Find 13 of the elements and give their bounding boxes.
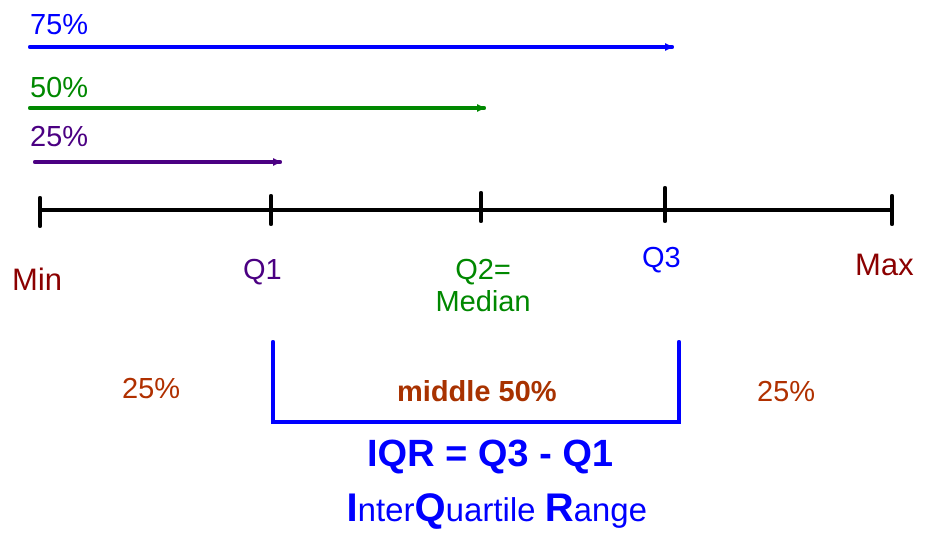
- axis-label: Q3: [642, 243, 681, 275]
- bracket-label: middle 50%: [397, 377, 557, 409]
- axis-label: Max: [855, 248, 914, 282]
- term-label: InterQuartile Range: [346, 488, 647, 529]
- axis-label: Q2= Median: [434, 255, 532, 319]
- percent-label: 25%: [757, 377, 816, 409]
- percent-label: 50%: [30, 73, 88, 105]
- axis-label: Min: [12, 263, 62, 298]
- percent-label: 25%: [122, 374, 180, 406]
- percent-label: 25%: [30, 122, 88, 154]
- percent-label: 75%: [30, 10, 88, 42]
- axis-label: Q1: [243, 255, 282, 287]
- formula: IQR = Q3 - Q1: [367, 434, 614, 476]
